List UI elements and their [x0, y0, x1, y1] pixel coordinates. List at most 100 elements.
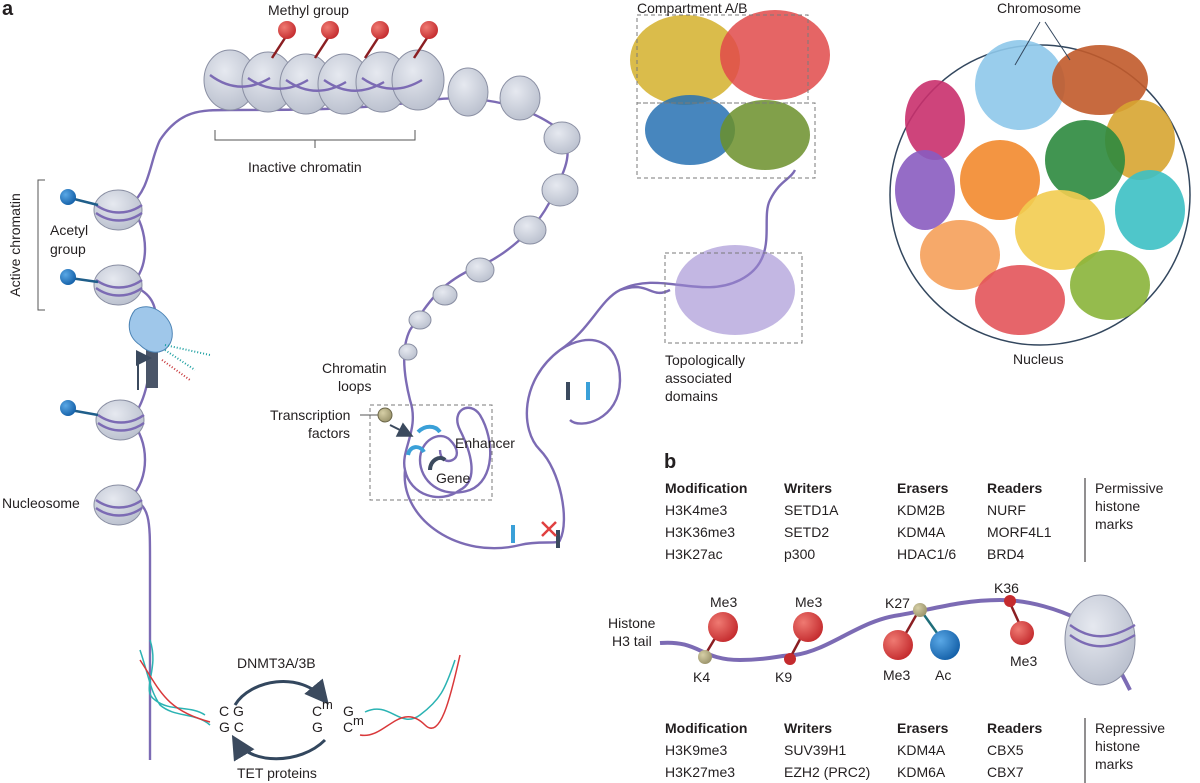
table-cell: H3K36me3 — [665, 524, 735, 540]
loop-box — [369, 404, 493, 501]
inactive-chromatin-bracket — [214, 130, 416, 148]
polymerase-icon — [128, 306, 173, 353]
methyl-ball — [371, 21, 389, 39]
chromatin-loops-label-2: loops — [338, 378, 371, 394]
nucleosome-group-left — [93, 189, 145, 526]
cm-bottom-c: C — [343, 719, 353, 735]
dna-methylation — [139, 639, 461, 762]
acetyl-group-label-2: group — [50, 241, 86, 257]
panel-label-a: a — [2, 0, 14, 20]
table-cell: EZH2 (PRC2) — [784, 764, 870, 780]
table-cell: KDM6A — [897, 764, 946, 780]
chromosome-pointer — [1014, 21, 1041, 66]
k36-site — [1004, 595, 1016, 607]
site-label-k9: K9 — [775, 669, 792, 685]
methyl-ball — [321, 21, 339, 39]
cm-top-c: C — [312, 703, 322, 719]
chromatin-fiber — [127, 97, 797, 761]
tss-arrow — [136, 350, 152, 390]
blocked-cross-icon — [541, 521, 557, 537]
repressive-side-label-3: marks — [1095, 756, 1133, 772]
cg-left-bottom: G C — [219, 719, 244, 735]
cm-top-m: m — [322, 697, 333, 712]
k27-site — [913, 603, 927, 617]
permissive-table: Modification Writers Erasers Readers H3K… — [665, 478, 1164, 562]
table-header: Writers — [784, 720, 832, 736]
table-cell: KDM2B — [897, 502, 945, 518]
histone-tail-diagram — [659, 594, 1136, 691]
dnmt-label: DNMT3A/3B — [237, 655, 316, 671]
table-header: Writers — [784, 480, 832, 496]
repressive-side-label-2: histone — [1095, 738, 1140, 754]
table-cell: CBX5 — [987, 742, 1024, 758]
mark-label-me3-k4: Me3 — [710, 594, 737, 610]
table-cell: H3K4me3 — [665, 502, 727, 518]
cg-left-top: C G — [219, 703, 244, 719]
table-cell: H3K27ac — [665, 546, 723, 562]
inactive-chromatin-label: Inactive chromatin — [248, 159, 362, 175]
cm-bottom-m: m — [353, 713, 364, 728]
tad-box — [664, 252, 803, 344]
wrap — [95, 279, 143, 297]
active-chromatin-label: Active chromatin — [7, 193, 23, 296]
table-header: Readers — [987, 480, 1042, 496]
wrap — [95, 204, 143, 222]
table-header: Erasers — [897, 720, 949, 736]
acetyl-ball — [60, 400, 76, 416]
enhancer-mark — [406, 445, 426, 456]
me3-ball — [883, 630, 913, 660]
table-header: Erasers — [897, 480, 949, 496]
methyl-group-label: Methyl group — [268, 2, 349, 18]
table-cell: H3K27me3 — [665, 764, 735, 780]
wrap — [1069, 623, 1136, 648]
gene-mark — [428, 456, 447, 471]
table-cell: MORF4L1 — [987, 524, 1052, 540]
dna-helix-right-red — [359, 654, 461, 737]
permissive-side-label-1: Permissive — [1095, 480, 1164, 496]
tad-label-3: domains — [665, 388, 718, 404]
chromatin-loops-label-1: Chromatin — [322, 360, 387, 376]
k4-site — [698, 650, 712, 664]
inactive-nucleosomes — [203, 49, 581, 361]
table-cell: KDM4A — [897, 742, 946, 758]
wrap — [97, 414, 145, 432]
table-cell: SUV39H1 — [784, 742, 846, 758]
acetyl-group-label-1: Acetyl — [50, 222, 88, 238]
repressive-side-label-1: Repressive — [1095, 720, 1165, 736]
site-label-k27: K27 — [885, 595, 910, 611]
chromosome-label: Chromosome — [997, 0, 1081, 16]
active-chromatin-bracket — [37, 179, 45, 311]
wrap — [95, 499, 143, 517]
nucleosome — [1064, 594, 1136, 686]
gene-label: Gene — [436, 470, 470, 486]
me3-ball — [793, 612, 823, 642]
methylation-arrow — [233, 678, 329, 706]
dna-helix-right — [364, 659, 456, 721]
nucleus-label: Nucleus — [1013, 351, 1064, 367]
ac-ball — [930, 630, 960, 660]
enhancer-label: Enhancer — [455, 435, 515, 451]
acetyl-ball — [60, 189, 76, 205]
nucleosome-label: Nucleosome — [2, 495, 80, 511]
permissive-side-label-3: marks — [1095, 516, 1133, 532]
table-cell: p300 — [784, 546, 815, 562]
demethylation-arrow — [231, 734, 327, 762]
table-cell: NURF — [987, 502, 1026, 518]
repressive-table: Modification Writers Erasers Readers H3K… — [665, 718, 1165, 783]
tad-label-2: associated — [665, 370, 732, 386]
dna-helix-left-red — [139, 659, 211, 723]
k9-site — [784, 653, 796, 665]
panel-label-b: b — [664, 451, 676, 473]
table-header: Modification — [665, 720, 747, 736]
compartment-blobs — [630, 10, 830, 170]
tad-label-1: Topologically — [665, 352, 745, 368]
table-cell: HDAC1/6 — [897, 546, 956, 562]
tf-arrow — [389, 422, 414, 437]
compartment-label: Compartment A/B — [637, 0, 748, 16]
site-label-k4: K4 — [693, 669, 710, 685]
table-cell: SETD2 — [784, 524, 829, 540]
mark-label-me3-k36: Me3 — [1010, 653, 1037, 669]
table-cell: BRD4 — [987, 546, 1025, 562]
histone-label-1: Histone — [608, 615, 656, 631]
me3-ball — [1010, 621, 1034, 645]
